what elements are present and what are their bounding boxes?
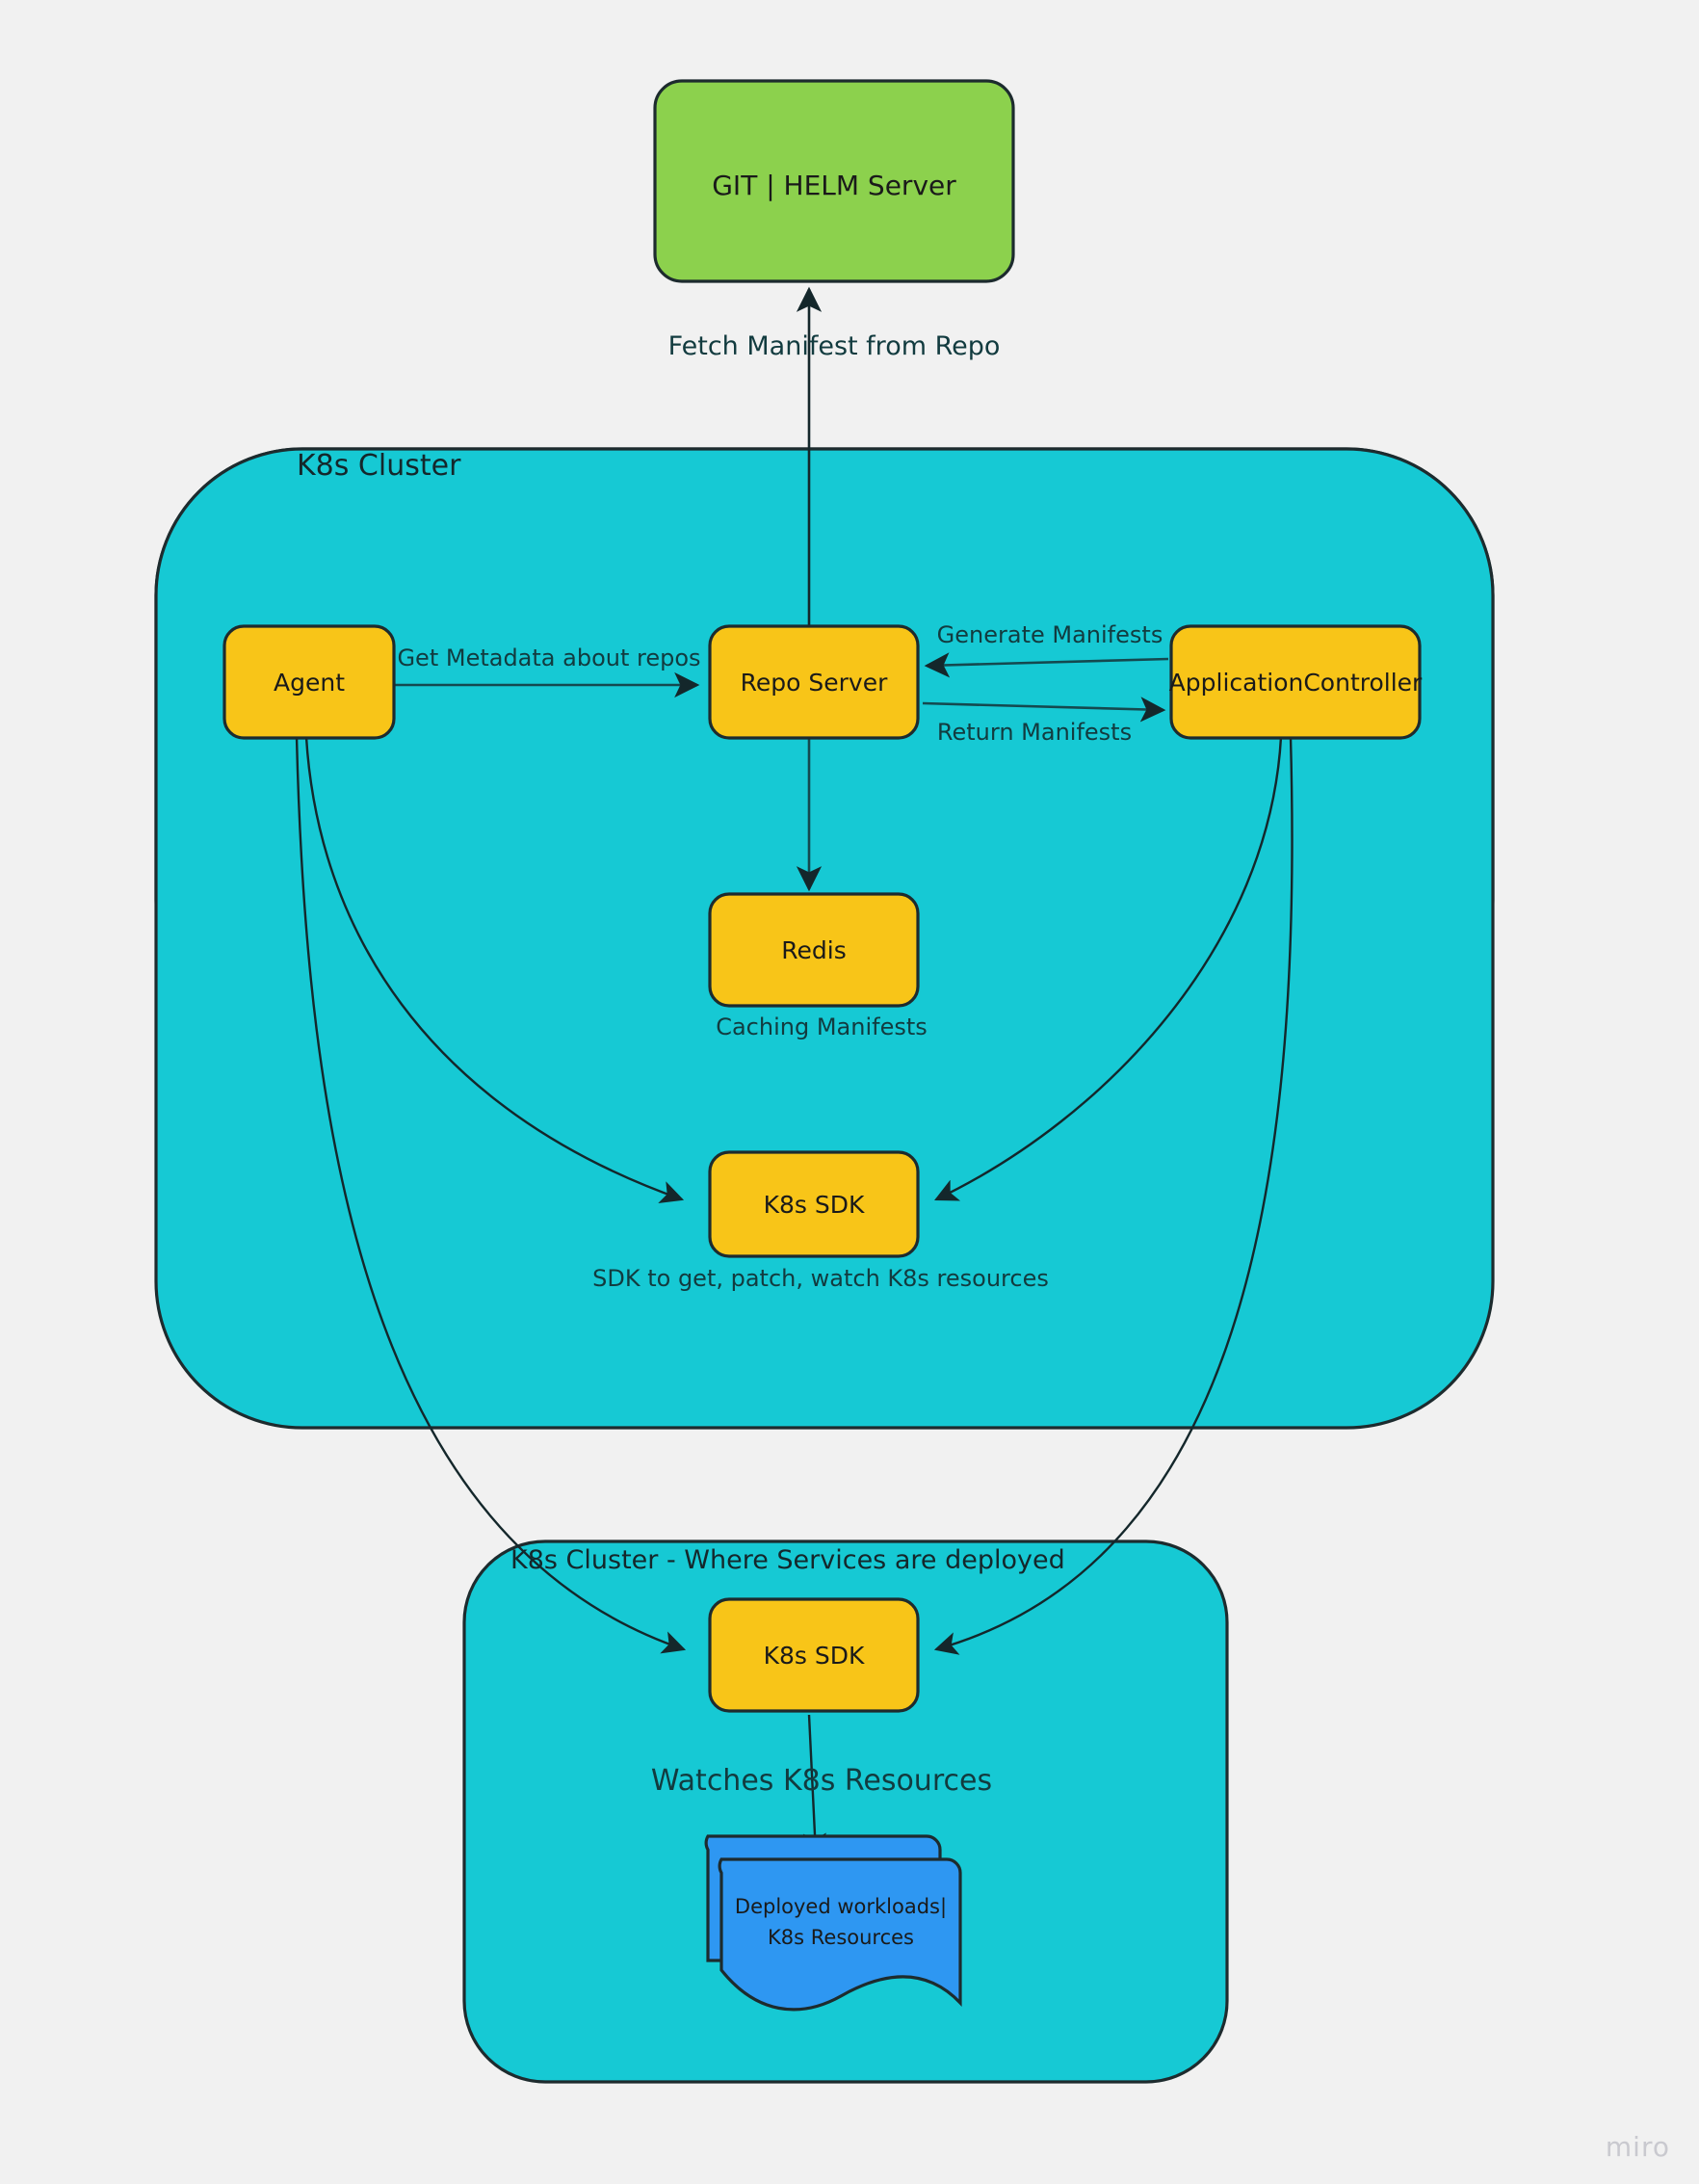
edge-agent-to-k8s-sdk-services [295,736,687,1654]
node-git-helm-server-label: GIT | HELM Server [712,170,956,201]
node-k8s-sdk-services[interactable]: K8s SDK [708,1597,920,1713]
edge-appcontroller-to-k8s-sdk-cluster [934,736,1283,1201]
node-k8s-sdk-cluster[interactable]: K8s SDK [708,1150,920,1258]
node-deployed-workloads[interactable]: Deployed workloads| K8s Resources [704,1834,962,2012]
edge-appcontroller-to-k8s-sdk-services [933,736,1294,1655]
node-k8s-sdk-cluster-label: K8s SDK [764,1191,865,1219]
node-agent[interactable]: Agent [222,624,396,740]
group-title-k8s-cluster: K8s Cluster [297,449,461,483]
node-redis-label: Redis [781,936,846,964]
node-agent-shape[interactable] [222,624,396,740]
edge-label-return-manifests: Return Manifests [937,719,1132,746]
edge-label-generate-manifests: Generate Manifests [937,621,1163,648]
edge-label-watches-k8s-resources: Watches K8s Resources [651,1764,992,1798]
node-deployed-workloads-label-line2: K8s Resources [768,1926,914,1949]
miro-watermark: miro [1605,2131,1670,2163]
node-application-controller-shape[interactable] [1169,624,1422,740]
node-application-controller[interactable]: ApplicationController [1169,624,1423,740]
node-repo-server[interactable]: Repo Server [708,624,920,740]
node-git-helm-server-shape[interactable] [653,79,1015,283]
edge-repo-server-to-appcontroller [922,697,1166,723]
node-agent-label: Agent [274,669,345,697]
group-k8s-cluster-services-outline[interactable] [462,1539,1229,2084]
node-repo-server-label: Repo Server [741,669,888,697]
edge-agent-to-k8s-sdk-cluster [304,736,685,1204]
node-redis[interactable]: Redis [708,892,920,1008]
node-redis-shape[interactable] [708,892,920,1008]
group-title-k8s-cluster-services: K8s Cluster - Where Services are deploye… [510,1545,1065,1575]
node-deployed-workloads-front-sheet[interactable] [718,1857,962,2012]
node-k8s-sdk-services-shape[interactable] [708,1597,920,1713]
edge-label-caching-manifests: Caching Manifests [716,1013,928,1040]
node-k8s-sdk-services-label: K8s SDK [764,1642,865,1670]
node-repo-server-shape[interactable] [708,624,920,740]
edge-k8s-sdk-services-to-workloads [802,1714,827,1857]
node-deployed-workloads-label-line1: Deployed workloads| [735,1895,947,1919]
edge-label-sdk-description: SDK to get, patch, watch K8s resources [592,1265,1049,1292]
edge-label-get-metadata: Get Metadata about repos [397,645,700,671]
edge-appcontroller-to-repo-server [924,652,1169,678]
node-application-controller-label: ApplicationController [1169,669,1423,697]
edge-label-fetch-manifest: Fetch Manifest from Repo [668,331,1001,361]
node-k8s-sdk-cluster-shape[interactable] [708,1150,920,1258]
node-git-helm-server[interactable]: GIT | HELM Server [653,79,1015,283]
